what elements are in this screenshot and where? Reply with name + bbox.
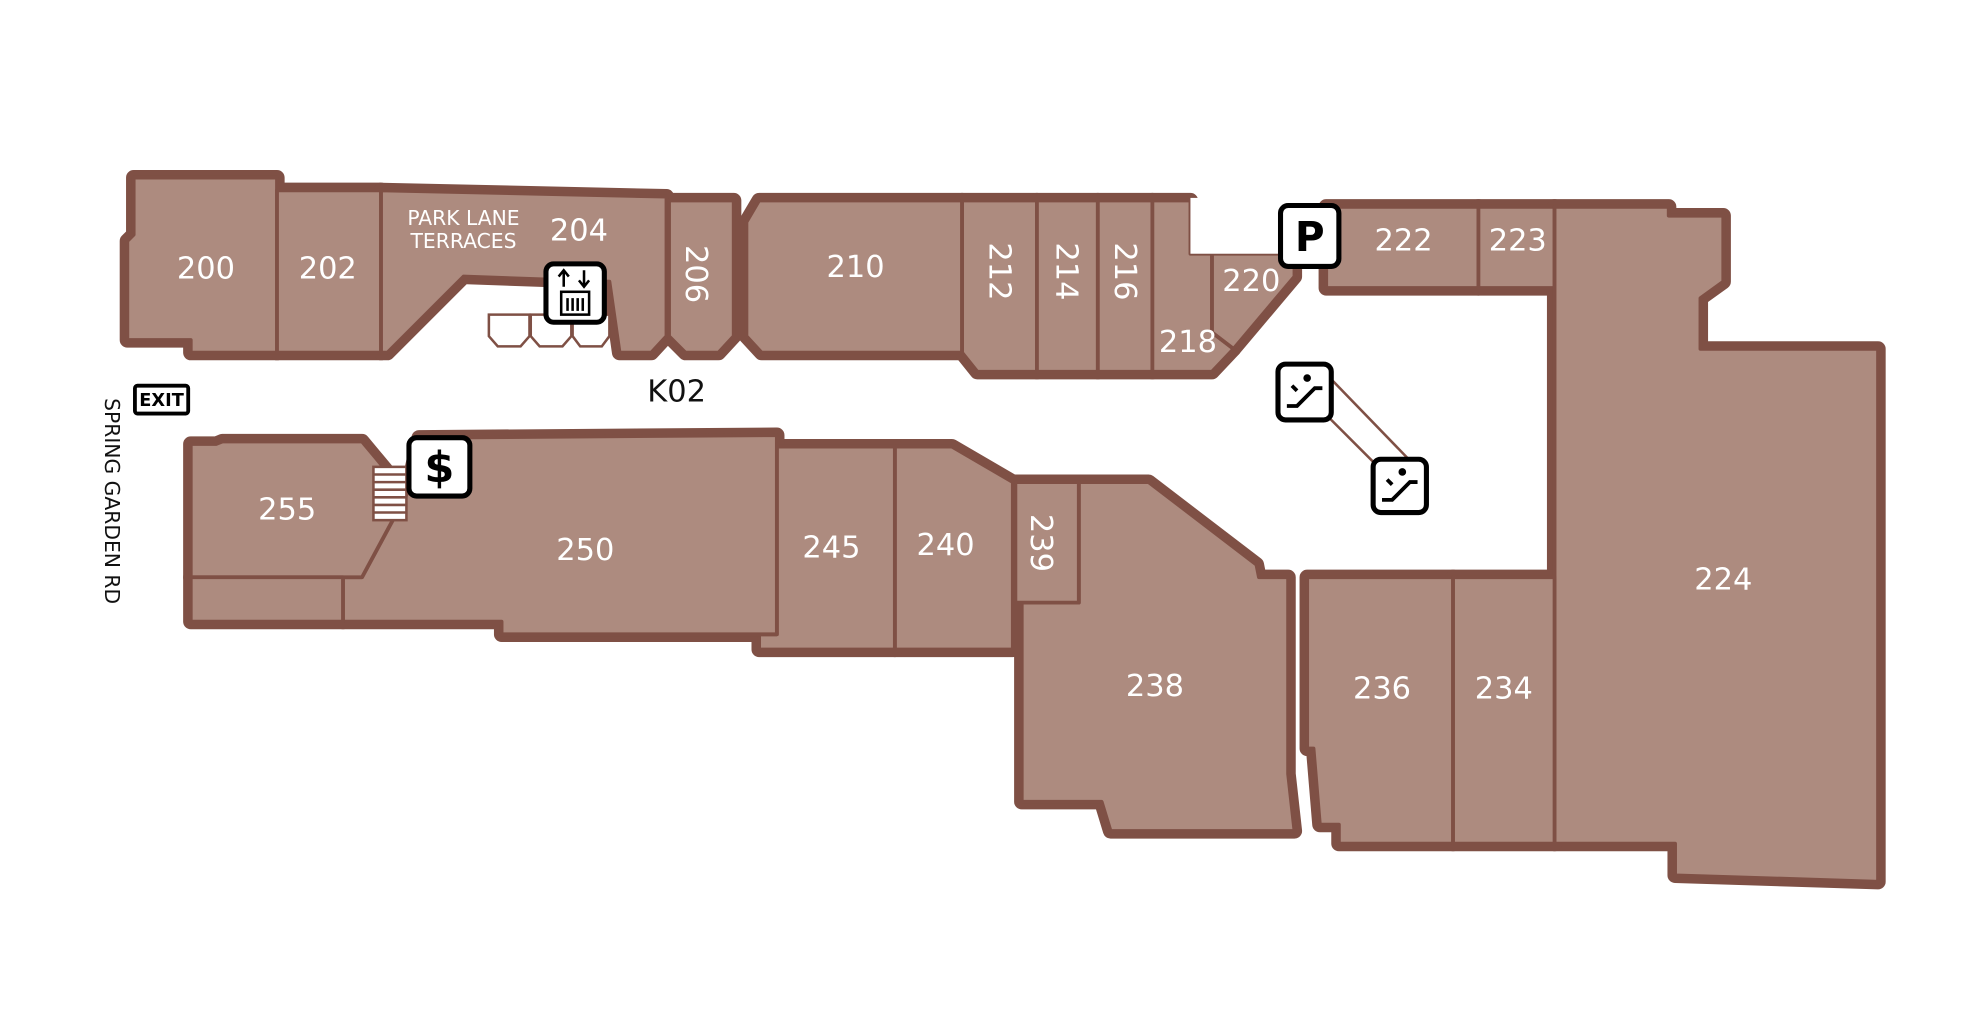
- label-245: 245: [802, 531, 860, 566]
- label-218: 218: [1159, 325, 1217, 360]
- unit-204[interactable]: [379, 188, 669, 355]
- unit-239[interactable]: [1013, 480, 1081, 605]
- label-216: 216: [1107, 242, 1142, 300]
- parking-label: P: [1295, 213, 1325, 261]
- label-240: 240: [917, 528, 975, 563]
- atm-icon[interactable]: $: [406, 435, 473, 499]
- label-223: 223: [1489, 224, 1547, 259]
- label-200: 200: [177, 251, 235, 286]
- label-238: 238: [1126, 669, 1184, 704]
- label-222: 222: [1375, 224, 1433, 259]
- label-terraces: TERRACES: [410, 229, 517, 253]
- escalator-icon[interactable]: [1370, 456, 1429, 516]
- unit-255-annex: [188, 575, 345, 624]
- label-212: 212: [981, 242, 1016, 300]
- unit-212[interactable]: [960, 198, 1039, 374]
- elevator-icon[interactable]: [543, 261, 607, 325]
- exit-sign[interactable]: EXIT: [133, 383, 191, 416]
- label-234: 234: [1475, 671, 1533, 706]
- label-204: 204: [550, 213, 608, 248]
- label-214: 214: [1049, 242, 1084, 300]
- parking-icon[interactable]: P: [1277, 202, 1342, 269]
- label-255: 255: [258, 493, 316, 528]
- unit-224[interactable]: [1552, 204, 1880, 884]
- corridor-label: K02: [647, 375, 706, 410]
- label-224: 224: [1694, 562, 1752, 597]
- label-239: 239: [1023, 514, 1058, 572]
- label-206: 206: [678, 245, 713, 303]
- service-area: [1190, 197, 1280, 254]
- escalator-icon[interactable]: [1275, 361, 1334, 423]
- label-210: 210: [826, 250, 884, 285]
- label-250: 250: [556, 533, 614, 568]
- units: [125, 175, 1880, 884]
- label-220: 220: [1222, 264, 1280, 299]
- atm-label: $: [424, 443, 454, 493]
- unit-206[interactable]: [667, 198, 736, 355]
- street-label: SPRING GARDEN RD: [100, 398, 124, 604]
- label-park-lane: PARK LANE: [407, 206, 519, 230]
- label-202: 202: [299, 251, 357, 286]
- stairs: [372, 465, 408, 522]
- unit-236[interactable]: [1305, 575, 1455, 846]
- label-236: 236: [1353, 671, 1411, 706]
- unit-234[interactable]: [1451, 575, 1557, 846]
- exit-label: EXIT: [139, 391, 184, 411]
